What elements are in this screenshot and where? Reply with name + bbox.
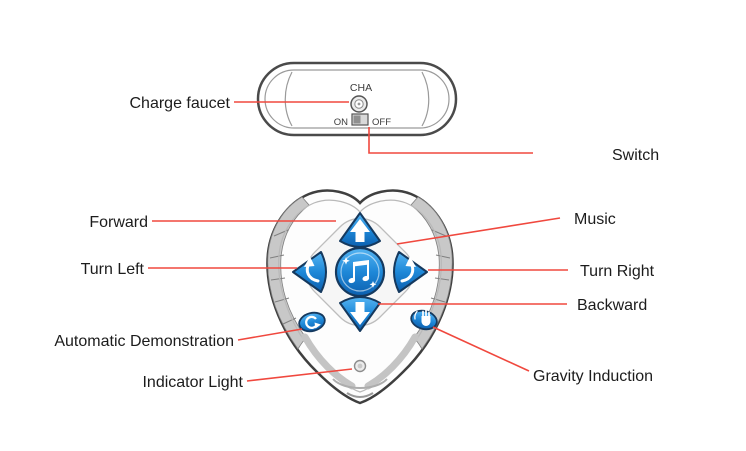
music-button bbox=[334, 246, 386, 298]
turn-left-button bbox=[292, 251, 327, 293]
indicator-light bbox=[353, 359, 367, 373]
turn-right-button bbox=[393, 251, 428, 293]
bottom-left-ridge bbox=[301, 333, 356, 390]
remote-body bbox=[266, 189, 454, 405]
switch-leader-line bbox=[368, 127, 533, 154]
channel-marking: CHA bbox=[350, 82, 372, 94]
indicator-leader-line bbox=[246, 368, 353, 382]
button-cluster bbox=[292, 212, 438, 333]
label-forward: Forward bbox=[89, 214, 148, 231]
label-gravity-induction: Gravity Induction bbox=[533, 368, 654, 385]
bottom-right-ridge bbox=[364, 333, 419, 390]
turn-left-arrow-icon bbox=[304, 256, 320, 283]
label-music: Music bbox=[574, 211, 616, 228]
label-switch: Switch bbox=[612, 147, 660, 164]
switch-on-marking: ON bbox=[334, 117, 348, 128]
power-switch bbox=[351, 113, 369, 126]
auto-demo-leader-line bbox=[237, 328, 303, 341]
left-cap-line bbox=[284, 71, 293, 127]
hand-icon bbox=[414, 309, 431, 326]
label-backward: Backward bbox=[577, 297, 648, 314]
label-indicator-light: Indicator Light bbox=[142, 374, 243, 391]
up-arrow-icon bbox=[350, 219, 370, 242]
label-charge-faucet: Charge faucet bbox=[129, 95, 230, 112]
switch-off-marking: OFF bbox=[372, 117, 391, 128]
bottom-lower-arc bbox=[346, 392, 374, 398]
turn-right-arrow-icon bbox=[400, 256, 416, 283]
right-grip bbox=[410, 196, 453, 350]
music-leader-line bbox=[396, 217, 561, 245]
left-grip bbox=[267, 196, 310, 350]
bottom-arc bbox=[332, 378, 388, 389]
top-view-device: CHA ON OFF bbox=[256, 61, 458, 137]
auto-demo-button bbox=[298, 311, 326, 333]
gravity-leader-line bbox=[432, 326, 530, 372]
down-arrow-icon bbox=[350, 302, 370, 325]
music-note-icon bbox=[342, 257, 377, 288]
right-cap-line bbox=[421, 71, 430, 127]
loop-arrow-icon bbox=[305, 315, 321, 329]
charge-port-icon bbox=[350, 95, 368, 113]
leader-lines bbox=[148, 101, 568, 382]
label-automatic-demonstration: Automatic Demonstration bbox=[54, 333, 234, 350]
label-turn-left: Turn Left bbox=[80, 261, 144, 278]
gravity-induction-button bbox=[410, 309, 438, 331]
label-turn-right: Turn Right bbox=[580, 263, 655, 280]
